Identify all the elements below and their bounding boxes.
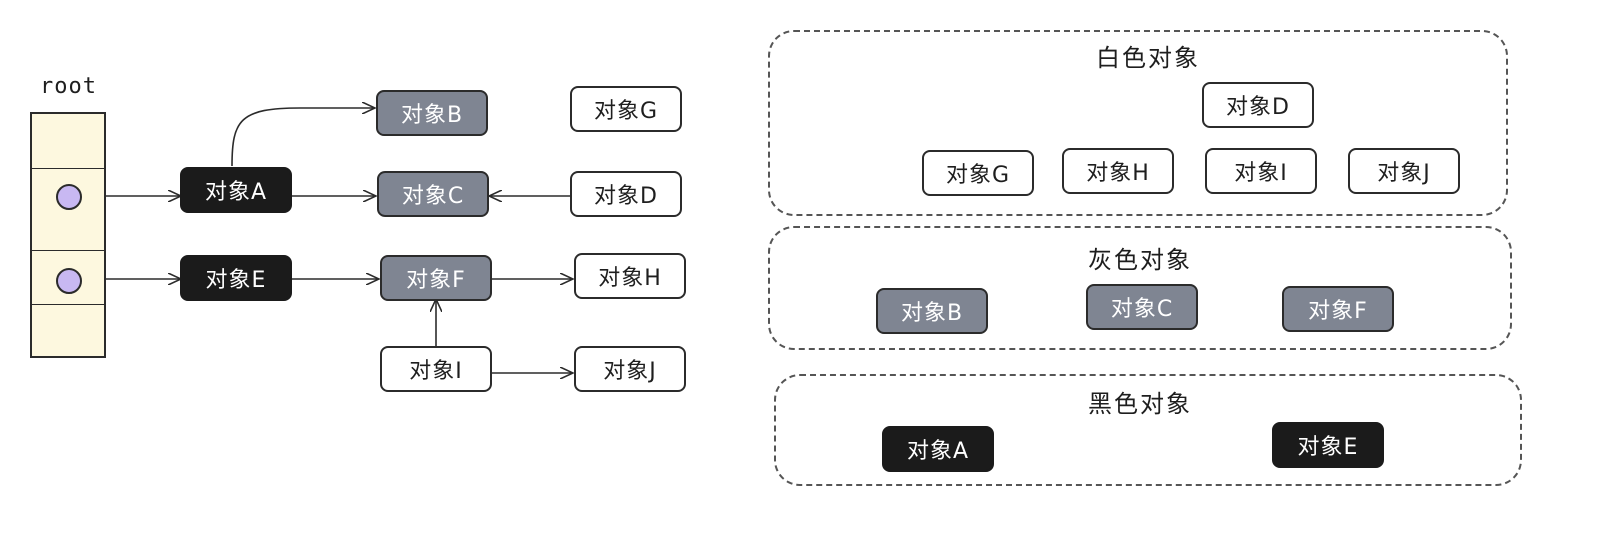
white-group-object-j: 对象J (1348, 148, 1460, 194)
node-object-a: 对象A (180, 167, 292, 213)
root-label: root (40, 74, 97, 99)
node-object-f: 对象F (380, 255, 492, 301)
root-cell-divider (32, 250, 104, 251)
gray-objects-group (768, 226, 1512, 350)
black-group-object-e: 对象E (1272, 422, 1384, 468)
node-object-i: 对象I (380, 346, 492, 392)
node-object-j: 对象J (574, 346, 686, 392)
black-objects-title: 黑色对象 (1088, 390, 1192, 418)
gray-group-object-f: 对象F (1282, 286, 1394, 332)
black-group-object-a: 对象A (882, 426, 994, 472)
node-object-b: 对象B (376, 90, 488, 136)
gray-objects-title: 灰色对象 (1088, 246, 1192, 274)
gray-group-object-c: 对象C (1086, 284, 1198, 330)
white-objects-group (768, 30, 1508, 216)
edge-a-b (231, 108, 374, 167)
node-object-g: 对象G (570, 86, 682, 132)
node-object-c: 对象C (377, 171, 489, 217)
white-group-object-i: 对象I (1205, 148, 1317, 194)
node-object-h: 对象H (574, 253, 686, 299)
node-object-e: 对象E (180, 255, 292, 301)
root-cell-divider (32, 304, 104, 305)
white-group-object-g: 对象G (922, 150, 1034, 196)
root-reference-dot (56, 184, 82, 210)
white-group-object-d: 对象D (1202, 82, 1314, 128)
gray-group-object-b: 对象B (876, 288, 988, 334)
black-objects-group (774, 374, 1522, 486)
white-group-object-h: 对象H (1062, 148, 1174, 194)
node-object-d: 对象D (570, 171, 682, 217)
white-objects-title: 白色对象 (1096, 44, 1200, 72)
root-stack (30, 112, 106, 358)
root-reference-dot (56, 268, 82, 294)
root-cell-divider (32, 168, 104, 169)
